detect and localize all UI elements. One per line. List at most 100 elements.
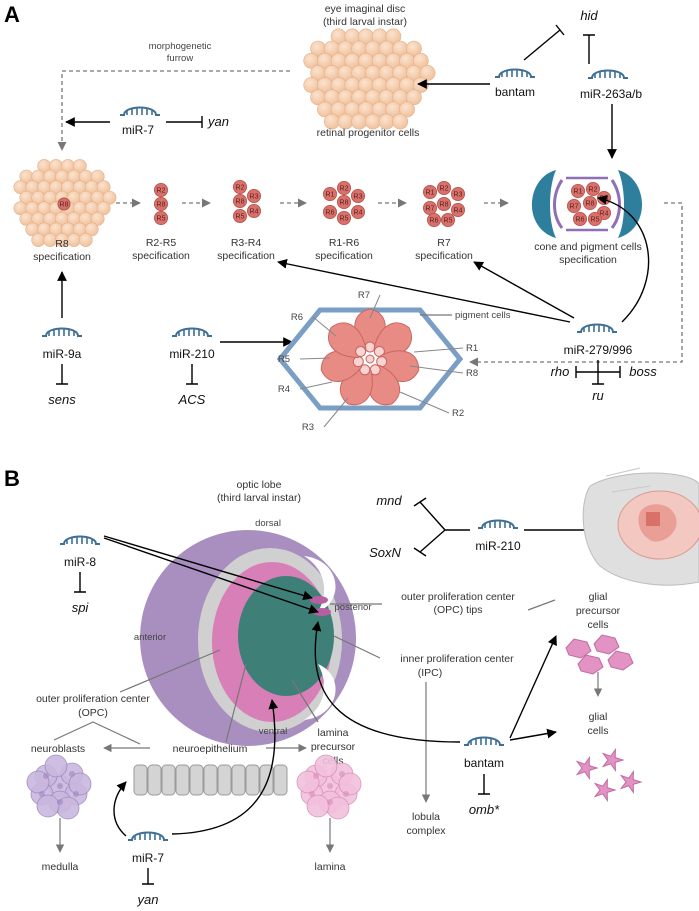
- photoreceptor-r5-label: R5: [444, 218, 453, 225]
- r8-cell: [57, 197, 71, 211]
- neuroep-leader: [225, 663, 247, 743]
- photoreceptor-r6-label: R6: [576, 217, 585, 224]
- ipc-line1: inner proliferation center: [400, 653, 514, 665]
- cone-spec-line1: cone and pigment cells: [534, 241, 641, 253]
- acs-label: ACS: [178, 392, 206, 407]
- progenitor-cell: [90, 211, 105, 226]
- mir279-to-cone-arrow: [597, 195, 650, 323]
- photoreceptor-r6-label: R6: [430, 218, 439, 225]
- photoreceptor-r1-label: R1: [574, 189, 583, 196]
- opc-bracket: [53, 721, 141, 745]
- omb-label: omb*: [469, 802, 500, 817]
- mir8-hairpin-icon: [59, 535, 101, 545]
- neuroepithelial-cell: [217, 764, 232, 796]
- hex-label-leader: [299, 381, 333, 390]
- progenitor-cell: [96, 180, 111, 195]
- glial-prec-line3: cells: [587, 619, 608, 631]
- progenitor-cell: [31, 233, 46, 247]
- lobula-line2: complex: [406, 825, 446, 837]
- mir279-inhibits-rho: [575, 360, 599, 378]
- cone-to-mir279-dashed-arrow: [469, 202, 683, 367]
- glial-cells: [575, 747, 643, 803]
- photoreceptor-r1: [322, 186, 337, 201]
- mir210-hairpin-icon-b: [477, 519, 519, 529]
- neuroblast-cell: [44, 754, 68, 778]
- glial-cell: [575, 755, 599, 781]
- opc-line2: (OPC): [78, 707, 108, 719]
- lamina-prec-line1: lamina: [318, 727, 349, 739]
- photoreceptor-r8-label: R8: [586, 201, 595, 208]
- yan-label-b: yan: [137, 892, 159, 907]
- bantam-to-glia-arrow: [509, 728, 557, 741]
- progenitor-cell: [412, 52, 429, 69]
- opc-line1: outer proliferation center: [36, 693, 150, 705]
- photoreceptor-r6: [573, 211, 588, 226]
- mir210-inhibits-mnd-soxn: [413, 497, 470, 557]
- bantam-inhibits-hid: [523, 24, 565, 61]
- cone-spec-line2: specification: [559, 254, 617, 266]
- neuroepithelial-cell: [273, 764, 288, 796]
- hex-label-r8: R8: [466, 368, 478, 379]
- mir7-to-neuroep-arrow: [113, 781, 127, 837]
- photoreceptor-r8: [336, 194, 351, 209]
- rhabdomere: [373, 346, 385, 358]
- panel-b-label: B: [4, 466, 20, 491]
- opc-tips-line2: (OPC) tips: [433, 604, 482, 616]
- photoreceptor-r3-label: R3: [354, 194, 363, 201]
- neuroepithelial-cell: [175, 764, 190, 796]
- r1r6-spec-line2: specification: [315, 250, 373, 262]
- bantam-to-glial-prec-arrow: [509, 635, 557, 739]
- r8-spec-line1: R8: [55, 238, 69, 250]
- glial-cells-line2: cells: [587, 725, 608, 737]
- eye-disc-title-line1: eye imaginal disc: [325, 3, 406, 15]
- mir8-to-opc-tip-arrow-1: [103, 535, 313, 601]
- mir7-inhibits-yan: [166, 116, 203, 128]
- photoreceptor-r1-label: R1: [426, 190, 435, 197]
- hex-label-leader: [312, 316, 337, 337]
- ommatidium-hexagon: [276, 307, 464, 411]
- neuroepithelial-cell: [245, 764, 260, 796]
- mir210-hairpin-icon-a: [171, 327, 213, 337]
- hid-label: hid: [580, 8, 598, 23]
- neuroepithelium-cells: [133, 764, 288, 796]
- progenitor-cell: [90, 169, 105, 184]
- mir279-label: miR-279/996: [564, 343, 633, 357]
- glial-precursor-cell: [577, 654, 604, 675]
- neuroepithelial-cell: [147, 764, 162, 796]
- morphogenetic-furrow-line1: morphogenetic: [149, 41, 212, 52]
- lamina-precursor-cell: [306, 794, 330, 818]
- photoreceptor-r2: [232, 179, 247, 194]
- photoreceptor-r3: [350, 188, 365, 203]
- hex-label-r5: R5: [278, 354, 290, 365]
- photoreceptor-r2-label: R2: [440, 186, 449, 193]
- spi-label: spi: [72, 600, 90, 615]
- r3r4-spec-line1: R3-R4: [231, 237, 262, 249]
- glial-cell: [593, 777, 617, 803]
- progenitor-cell: [96, 201, 111, 216]
- photoreceptor-r6: [426, 212, 441, 227]
- mir279-inhibits-boss: [598, 366, 621, 378]
- photoreceptor-r1-label: R1: [326, 192, 335, 199]
- hex-label-r3: R3: [302, 422, 314, 433]
- hex-label-r6: R6: [291, 312, 303, 323]
- yan-label-a: yan: [207, 114, 229, 129]
- photoreceptor-r6: [322, 204, 337, 219]
- progenitor-cell: [399, 101, 415, 118]
- mir9a-label: miR-9a: [43, 347, 82, 361]
- hex-label-leader: [299, 357, 331, 360]
- bantam-hairpin-icon-b: [463, 736, 505, 746]
- photoreceptor-r1: [571, 183, 586, 198]
- lamina-precursor-cell: [338, 772, 362, 796]
- photoreceptor-r2: [436, 180, 451, 195]
- mir263-hairpin-icon: [587, 69, 629, 79]
- ipc-line2: (IPC): [418, 667, 443, 679]
- mir9a-hairpin-icon: [41, 327, 83, 337]
- sens-label: sens: [48, 392, 76, 407]
- hex-label-leader: [399, 391, 450, 414]
- photoreceptor-r8: [232, 193, 247, 208]
- photoreceptor-r8: [436, 196, 451, 211]
- photoreceptor-r1: [422, 184, 437, 199]
